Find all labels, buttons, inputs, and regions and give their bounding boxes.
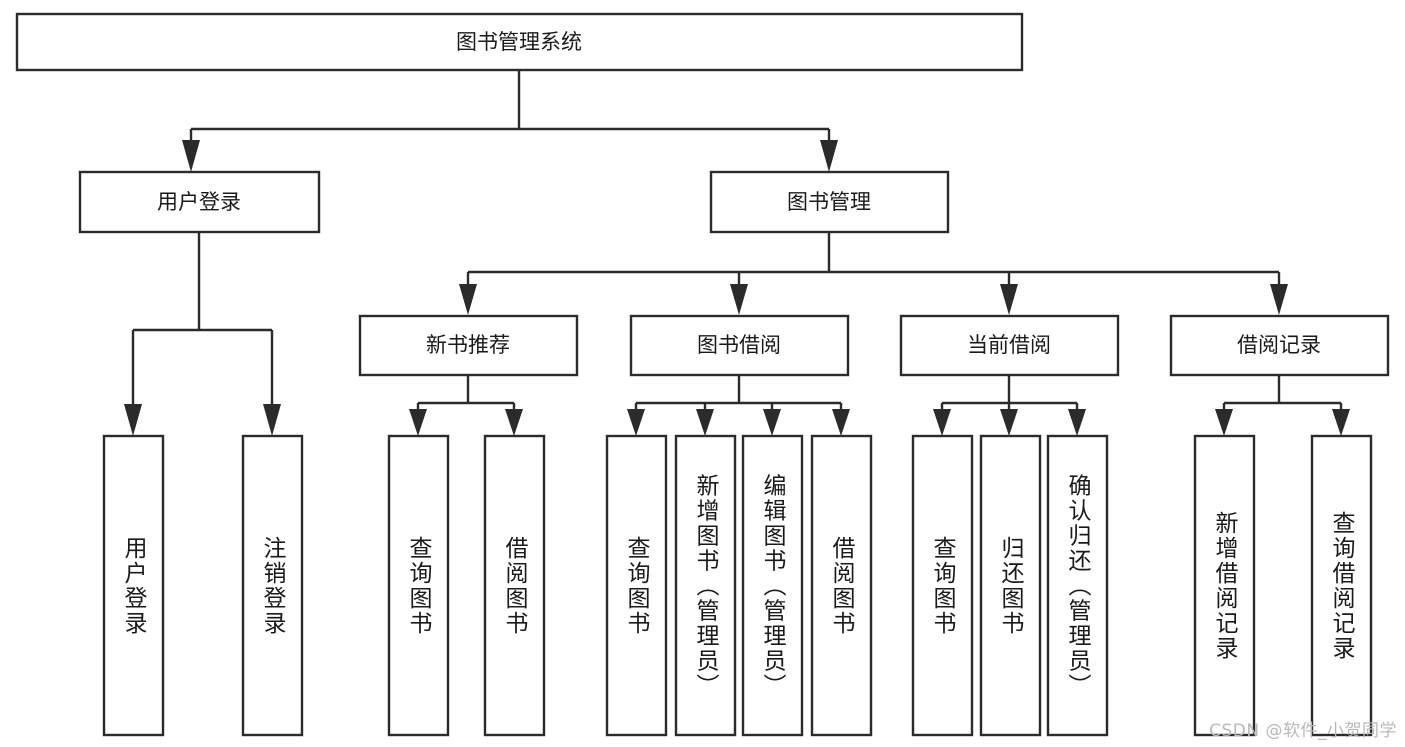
leaf-user-login-logout[interactable]: 注销登录 [241, 434, 304, 737]
leaf-new-book-borrow-label: 借阅图书 [501, 536, 529, 636]
arrow-icon-bookborrow-leaf-3 [763, 409, 781, 436]
leaf-current-borrow-return-label: 归还图书 [997, 536, 1025, 636]
leaf-book-borrow-add[interactable]: 新增图书（管理员） [674, 434, 737, 737]
arrow-icon-bookborrow-leaf-4 [832, 409, 850, 436]
leaf-current-borrow-query[interactable]: 查询图书 [911, 434, 974, 737]
arrow-icon-leaf-user-login [124, 404, 142, 436]
node-new-book-recommend-label: 新书推荐 [426, 333, 510, 357]
arrow-icon-current-borrow [1000, 284, 1018, 315]
node-current-borrow[interactable]: 当前借阅 [899, 314, 1120, 377]
arrow-icon-bookborrow-leaf-1 [627, 409, 645, 436]
leaf-current-borrow-confirm-label: 确认归还（管理员） [1064, 474, 1092, 699]
arrow-icon-newbook-leaf-1 [409, 409, 427, 436]
leaf-book-borrow-query-label: 查询图书 [623, 536, 651, 636]
arrow-icon-user-login [182, 140, 200, 172]
leaf-current-borrow-query-label: 查询图书 [929, 536, 957, 636]
leaf-new-book-borrow[interactable]: 借阅图书 [483, 434, 546, 737]
node-book-manage-label: 图书管理 [787, 190, 871, 214]
leaf-current-borrow-confirm[interactable]: 确认归还（管理员） [1046, 434, 1109, 737]
leaf-borrow-record-query-label: 查询借阅记录 [1328, 511, 1356, 661]
leaf-book-borrow-borrow-label: 借阅图书 [828, 536, 856, 636]
leaf-book-borrow-borrow[interactable]: 借阅图书 [810, 434, 873, 737]
node-user-login[interactable]: 用户登录 [78, 170, 321, 234]
connector-group [124, 70, 1350, 436]
leaf-user-login-login-label: 用户登录 [120, 536, 148, 636]
node-current-borrow-label: 当前借阅 [967, 333, 1051, 357]
leaf-book-borrow-edit[interactable]: 编辑图书（管理员） [741, 434, 804, 737]
arrow-icon-newbook-leaf-2 [505, 409, 523, 436]
node-borrow-record-label: 借阅记录 [1237, 333, 1321, 357]
node-root-label: 图书管理系统 [456, 30, 582, 54]
node-user-login-label: 用户登录 [157, 190, 241, 214]
leaf-current-borrow-return[interactable]: 归还图书 [979, 434, 1042, 737]
node-new-book-recommend[interactable]: 新书推荐 [358, 314, 579, 377]
leaf-user-login-login[interactable]: 用户登录 [102, 434, 165, 737]
arrow-icon-book-borrow [730, 284, 748, 315]
leaf-new-book-query-label: 查询图书 [405, 536, 433, 636]
node-book-borrow[interactable]: 图书借阅 [629, 314, 850, 377]
leaf-borrow-record-add[interactable]: 新增借阅记录 [1193, 434, 1256, 737]
leaf-borrow-record-add-label: 新增借阅记录 [1211, 511, 1239, 661]
arrow-icon-currentborrow-leaf-2 [1000, 409, 1018, 436]
arrow-icon-borrowrecord-leaf-2 [1332, 409, 1350, 436]
arrow-icon-currentborrow-leaf-1 [933, 409, 951, 436]
arrow-icon-leaf-logout [263, 404, 281, 436]
leaf-user-login-logout-label: 注销登录 [259, 536, 287, 636]
arrow-icon-new-book [459, 284, 477, 315]
arrow-icon-borrow-record [1270, 284, 1288, 315]
arrow-icon-currentborrow-leaf-3 [1068, 409, 1086, 436]
node-book-manage[interactable]: 图书管理 [709, 170, 950, 234]
leaf-book-borrow-add-label: 新增图书（管理员） [692, 474, 720, 699]
watermark-text: CSDN @软件_小贺同学 [1209, 721, 1397, 741]
node-borrow-record[interactable]: 借阅记录 [1169, 314, 1390, 377]
arrow-icon-book-manage [820, 140, 838, 172]
leaf-borrow-record-query[interactable]: 查询借阅记录 [1310, 434, 1373, 737]
node-root[interactable]: 图书管理系统 [15, 12, 1024, 72]
leaf-book-borrow-edit-label: 编辑图书（管理员） [759, 474, 787, 699]
leaf-new-book-query[interactable]: 查询图书 [387, 434, 450, 737]
leaf-book-borrow-query[interactable]: 查询图书 [605, 434, 668, 737]
node-book-borrow-label: 图书借阅 [697, 333, 781, 357]
arrow-icon-bookborrow-leaf-2 [696, 409, 714, 436]
arrow-icon-borrowrecord-leaf-1 [1215, 409, 1233, 436]
